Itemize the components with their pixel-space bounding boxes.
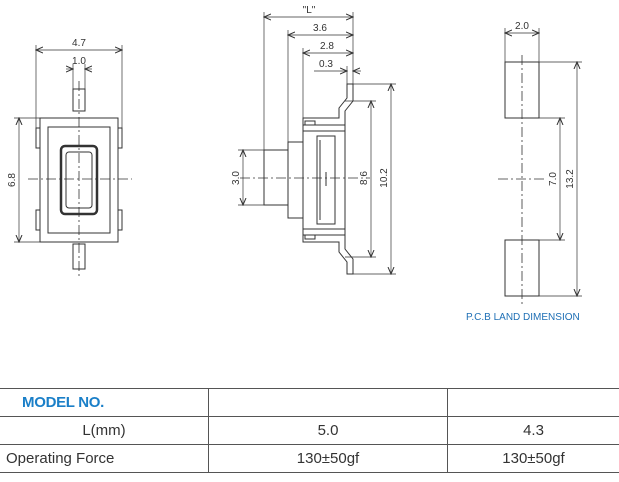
cell-l-b: 4.3 bbox=[447, 416, 619, 445]
dim-10-2: 10.2 bbox=[379, 168, 390, 188]
pcb-land-view bbox=[498, 28, 582, 304]
dim-2-0: 2.0 bbox=[515, 21, 529, 32]
dim-L: "L" bbox=[303, 5, 316, 16]
model-a-header bbox=[208, 388, 448, 417]
model-no-header: MODEL NO. bbox=[0, 388, 209, 417]
spec-table: MODEL NO. L(mm) 5.0 4.3 Operating Force … bbox=[0, 388, 619, 473]
table-row: L(mm) 5.0 4.3 bbox=[0, 416, 619, 445]
dim-2-8: 2.8 bbox=[320, 41, 334, 52]
technical-drawing: 4.7 1.0 6.8 bbox=[7, 5, 582, 304]
dim-1-0: 1.0 bbox=[72, 56, 86, 67]
dim-8-6: 8.6 bbox=[359, 171, 370, 185]
pcb-land-dimension-label: P.C.B LAND DIMENSION bbox=[466, 312, 580, 323]
cell-force-a: 130±50gf bbox=[208, 444, 448, 473]
model-b-header bbox=[447, 388, 619, 417]
dim-7-0: 7.0 bbox=[548, 172, 559, 186]
dim-3-6: 3.6 bbox=[313, 23, 327, 34]
row-label-force: Operating Force bbox=[0, 444, 209, 473]
side-plunger bbox=[263, 149, 289, 206]
row-label-l: L(mm) bbox=[0, 416, 209, 445]
side-view bbox=[238, 12, 396, 274]
table-header-row: MODEL NO. bbox=[0, 388, 619, 417]
dim-13-2: 13.2 bbox=[565, 169, 576, 189]
cell-force-b: 130±50gf bbox=[447, 444, 619, 473]
cell-l-a: 5.0 bbox=[208, 416, 448, 445]
dim-4-7: 4.7 bbox=[72, 38, 86, 49]
dim-3-0: 3.0 bbox=[231, 171, 242, 185]
table-row: Operating Force 130±50gf 130±50gf bbox=[0, 444, 619, 473]
front-view bbox=[14, 45, 132, 276]
dim-6-8: 6.8 bbox=[7, 173, 18, 187]
dim-0-3: 0.3 bbox=[319, 59, 333, 70]
